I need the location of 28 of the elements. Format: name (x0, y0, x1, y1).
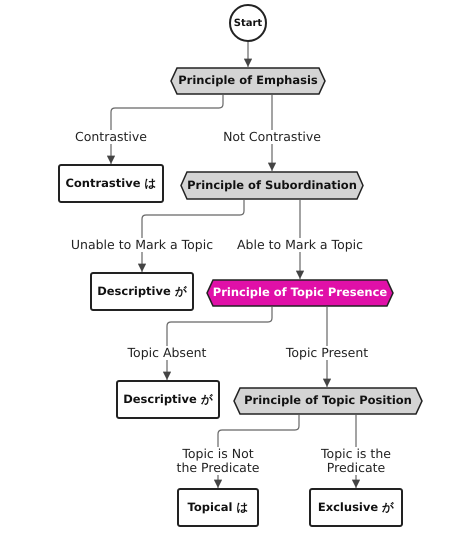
outcome-box (58, 164, 164, 203)
decision-hexagon (170, 67, 326, 95)
outcome-box (309, 488, 403, 527)
edge-label: Able to Mark a Topic (234, 238, 365, 252)
arrow (138, 200, 245, 272)
node-text: Principle of Topic Presence (212, 284, 388, 302)
node-text: Principle of Subordination (187, 176, 357, 194)
node-text: Principle of Emphasis (178, 72, 318, 90)
edge-label: Not Contrastive (221, 130, 323, 144)
node-text: Descriptive が (123, 390, 213, 408)
node-text: Descriptive が (97, 282, 187, 300)
edge-label: Topic Present (284, 346, 370, 360)
edge-label: Topic Absent (126, 346, 208, 360)
node-text: Topical は (188, 498, 248, 516)
decision-hexagon (233, 387, 423, 415)
node-text: Start (234, 16, 262, 30)
node-text: Principle of Topic Position (244, 392, 412, 410)
edge-label: Unable to Mark a Topic (68, 238, 216, 252)
outcome-box (177, 488, 259, 527)
decision-hexagon (180, 171, 364, 200)
decision-hexagon (206, 279, 394, 307)
arrow (244, 42, 252, 67)
node-text: Exclusive が (318, 498, 394, 516)
edge-label: Contrastive (73, 130, 149, 144)
outcome-box (90, 272, 194, 311)
node-text: Contrastive は (65, 174, 157, 192)
outcome-box (116, 380, 220, 419)
arrow (162, 307, 273, 380)
